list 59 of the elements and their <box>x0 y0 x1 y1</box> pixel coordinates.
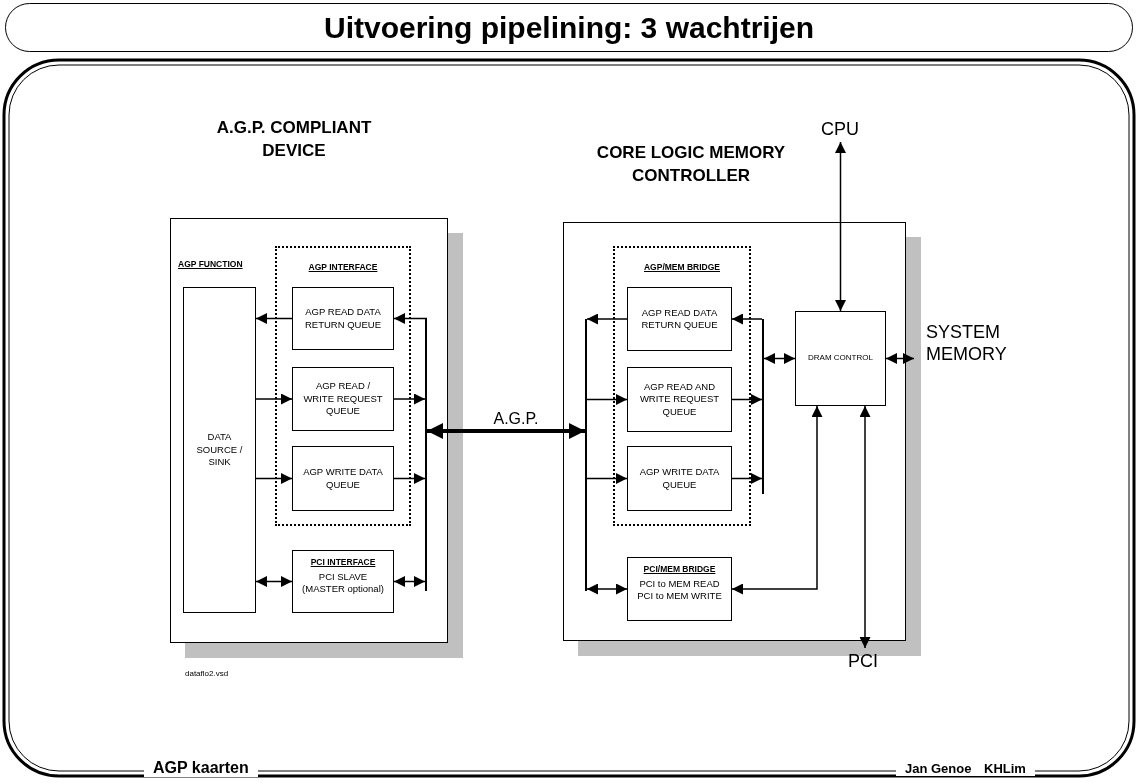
title: Uitvoering pipelining: 3 wachtrijen <box>323 10 815 45</box>
arrow <box>731 394 763 405</box>
arrow <box>859 405 871 649</box>
arrow <box>427 423 585 439</box>
group-heading: AGP/MEM BRIDGE <box>643 262 721 272</box>
box-heading: PCI INTERFACE <box>310 557 376 567</box>
arrow <box>393 393 426 405</box>
queue-box <box>183 287 256 613</box>
arrow <box>731 313 763 325</box>
queue-box <box>292 367 394 431</box>
arrow <box>885 353 915 364</box>
queue-box <box>292 287 394 350</box>
port-label: PCI <box>843 650 883 672</box>
queue-box <box>627 287 732 351</box>
arrow <box>763 353 796 364</box>
bridge-box <box>292 550 394 613</box>
box-text: DRAM CONTROL <box>808 353 873 364</box>
arrow <box>255 473 293 484</box>
file-name: dataflo2.vsd <box>185 669 229 678</box>
arrow <box>255 313 293 324</box>
group-heading: AGP INTERFACE <box>307 262 379 272</box>
arrow <box>586 394 628 405</box>
box-heading: A.G.P. COMPLIANT DEVICE <box>215 117 373 162</box>
queue-box <box>292 446 394 511</box>
box-text: PCI to MEM READ PCI to MEM WRITE <box>636 578 723 603</box>
arrow <box>586 473 628 484</box>
box-text: PCI SLAVE (MASTER optional) <box>301 571 385 596</box>
box-text: AGP READ DATA RETURN QUEUE <box>640 306 719 332</box>
arrow <box>586 583 628 595</box>
arrow <box>731 405 823 595</box>
box-text: AGP READ AND WRITE REQUEST QUEUE <box>638 381 721 418</box>
box-text: DATA SOURCE / SINK <box>195 431 244 469</box>
arrow <box>393 576 426 587</box>
section-heading: AGP FUNCTION <box>178 259 243 269</box>
box-heading: CORE LOGIC MEMORY CONTROLLER <box>595 142 787 187</box>
dotted-group-box <box>275 246 411 526</box>
arrow <box>255 393 293 405</box>
bus-line <box>425 319 427 591</box>
bus-line <box>762 319 764 494</box>
bus-line <box>585 319 587 591</box>
arrow <box>586 313 628 325</box>
footer-text: AGP kaarten <box>144 759 258 777</box>
box-text: AGP WRITE DATA QUEUE <box>638 466 721 491</box>
arrow <box>255 576 293 587</box>
dotted-group-box <box>613 246 751 526</box>
port-label: CPU <box>815 118 865 140</box>
port-label: SYSTEM MEMORY <box>926 321 1036 365</box>
box-heading: PCI/MEM BRIDGE <box>643 564 716 574</box>
box-text: AGP READ DATA RETURN QUEUE <box>304 306 382 331</box>
bridge-box <box>627 557 732 621</box>
arrow <box>393 313 428 324</box>
box-text: AGP WRITE DATA QUEUE <box>303 466 383 491</box>
queue-box <box>627 446 732 511</box>
arrow <box>835 141 846 312</box>
arrow <box>393 473 426 484</box>
arrow <box>731 473 763 484</box>
queue-box <box>795 311 886 406</box>
queue-box <box>627 367 732 432</box>
box-text: AGP READ / WRITE REQUEST QUEUE <box>303 380 383 418</box>
